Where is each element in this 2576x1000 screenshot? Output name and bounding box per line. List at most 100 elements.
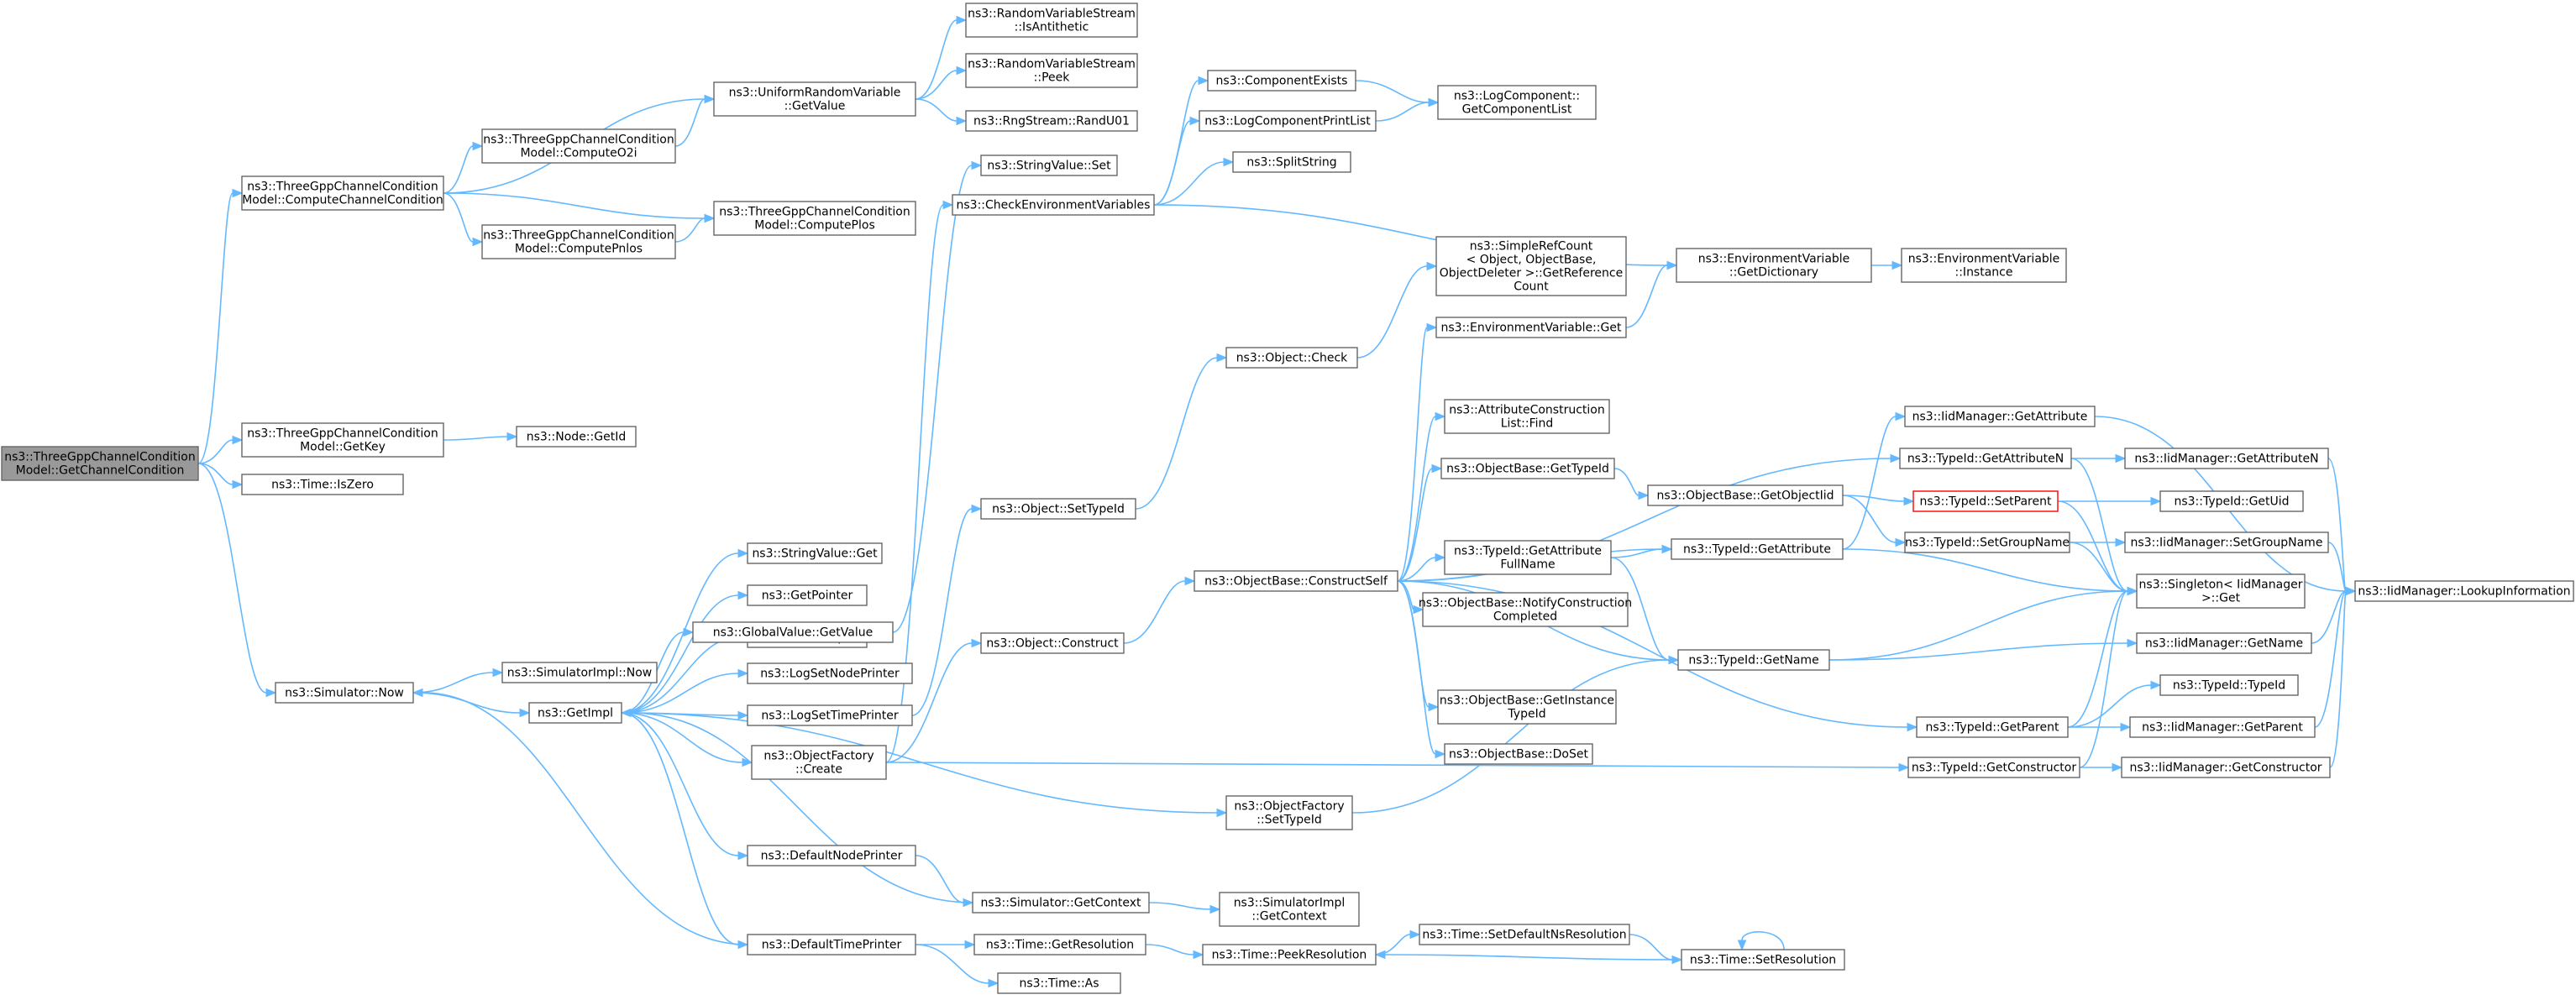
node-default-node-printer[interactable]: ns3::DefaultNodePrinter xyxy=(747,845,916,866)
arrowhead xyxy=(683,627,695,637)
arrowhead xyxy=(1216,353,1228,363)
node-log-comp-get-list[interactable]: ns3::LogComponent::GetComponentList xyxy=(1437,85,1597,120)
node-env-var-get-dict[interactable]: ns3::EnvironmentVariable::GetDictionary xyxy=(1676,248,1872,283)
node-type-id-get-attribute-n[interactable]: ns3::TypeId::GetAttributeN xyxy=(1899,448,2072,469)
node-iid-get-attribute[interactable]: ns3::IidManager::GetAttribute xyxy=(1904,406,2096,427)
node-iid-set-group-name[interactable]: ns3::IidManager::SetGroupName xyxy=(2124,531,2329,553)
edge-line xyxy=(1145,944,1194,955)
node-obj-base-get-type-id[interactable]: ns3::ObjectBase::GetTypeId xyxy=(1440,458,1615,479)
node-type-id-get-parent[interactable]: ns3::TypeId::GetParent xyxy=(1916,716,2069,738)
edge-line xyxy=(412,692,521,714)
node-global-value-get-value[interactable]: ns3::GlobalValue::GetValue xyxy=(692,621,894,643)
node-type-id-get-uid[interactable]: ns3::TypeId::GetUid xyxy=(2159,490,2304,512)
node-time-peek-resolution[interactable]: ns3::Time::PeekResolution xyxy=(1202,944,1377,966)
node-compute-cc[interactable]: ns3::ThreeGppChannelConditionModel::Comp… xyxy=(241,175,444,211)
node-env-var-get[interactable]: ns3::EnvironmentVariable::Get xyxy=(1435,317,1627,338)
node-type-id-get-attribute[interactable]: ns3::TypeId::GetAttribute xyxy=(1671,538,1844,560)
node-time-set-default-ns-res[interactable]: ns3::Time::SetDefaultNsResolution xyxy=(1419,924,1630,945)
node-log-comp-print-list[interactable]: ns3::LogComponentPrintList xyxy=(1199,110,1377,132)
node-iid-get-attribute-n[interactable]: ns3::IidManager::GetAttributeN xyxy=(2124,448,2329,469)
node-type-id-type-id[interactable]: ns3::TypeId::TypeId xyxy=(2159,674,2299,696)
node-label-line: ns3::Time::PeekResolution xyxy=(1212,949,1367,962)
node-log-set-node-printer[interactable]: ns3::LogSetNodePrinter xyxy=(747,662,913,684)
node-label-line: ::IsAntithetic xyxy=(1015,21,1089,34)
node-get-impl[interactable]: ns3::GetImpl xyxy=(528,702,622,724)
edge-line xyxy=(1629,934,1673,961)
node-compute-o2i[interactable]: ns3::ThreeGppChannelConditionModel::Comp… xyxy=(481,128,676,164)
edge-line xyxy=(2067,590,2128,728)
node-comp-exists[interactable]: ns3::ComponentExists xyxy=(1207,70,1356,92)
arrowhead xyxy=(956,65,968,76)
arrowhead xyxy=(1216,808,1228,818)
arrowhead xyxy=(704,94,716,104)
node-label-line: ns3::Time::SetDefaultNsResolution xyxy=(1422,929,1626,942)
node-obj-factory-set-type-id[interactable]: ns3::ObjectFactory::SetTypeId xyxy=(1225,795,1353,830)
node-singleton-get[interactable]: ns3::Singleton< IidManager>::Get xyxy=(2136,573,2306,609)
node-compute-pnlos[interactable]: ns3::ThreeGppChannelConditionModel::Comp… xyxy=(481,224,676,259)
node-sim-get-context[interactable]: ns3::Simulator::GetContext xyxy=(972,892,1150,914)
node-obj-check[interactable]: ns3::Object::Check xyxy=(1225,347,1358,369)
edge-time-peek-resolution-to-time-set-default-ns-res xyxy=(1375,929,1421,955)
node-root[interactable]: ns3::ThreeGppChannelConditionModel::GetC… xyxy=(1,446,199,481)
node-is-zero[interactable]: ns3::Time::IsZero xyxy=(241,474,404,495)
node-split-string[interactable]: ns3::SplitString xyxy=(1232,151,1351,173)
node-obj-construct[interactable]: ns3::Object::Construct xyxy=(980,632,1125,654)
edge-line xyxy=(1384,954,1682,961)
node-obj-base-notify[interactable]: ns3::ObjectBase::NotifyConstructionCompl… xyxy=(1419,592,1632,627)
arrowhead xyxy=(2115,453,2127,463)
node-sim-now[interactable]: ns3::Simulator::Now xyxy=(275,682,414,704)
node-log-set-time-printer[interactable]: ns3::LogSetTimePrinter xyxy=(747,704,913,726)
node-obj-factory-create[interactable]: ns3::ObjectFactory::Create xyxy=(751,745,887,780)
node-node-get-id[interactable]: ns3::Node::GetId xyxy=(516,426,637,448)
arrowhead xyxy=(472,237,484,247)
arrowhead xyxy=(1189,116,1201,126)
node-default-time-printer[interactable]: ns3::DefaultTimePrinter xyxy=(747,934,916,955)
node-obj-base-do-set[interactable]: ns3::ObjectBase::DoSet xyxy=(1444,743,1593,765)
edge-line xyxy=(1397,416,1436,582)
node-box xyxy=(241,474,404,495)
node-iid-get-name[interactable]: ns3::IidManager::GetName xyxy=(2136,632,2312,654)
arrowhead xyxy=(1895,411,1907,421)
node-urv-get-value[interactable]: ns3::UniformRandomVariable::GetValue xyxy=(713,81,916,117)
node-label-line: ns3::TypeId::TypeId xyxy=(2173,679,2285,693)
node-obj-base-get-object-iid[interactable]: ns3::ObjectBase::GetObjectIid xyxy=(1647,484,1844,506)
node-obj-base-construct-self[interactable]: ns3::ObjectBase::ConstructSelf xyxy=(1194,570,1398,592)
node-string-value-set[interactable]: ns3::StringValue::Set xyxy=(980,154,1118,176)
edge-type-id-set-group-name-to-iid-set-group-name xyxy=(2070,537,2127,547)
node-obj-set-type-id[interactable]: ns3::Object::SetTypeId xyxy=(980,498,1136,520)
node-iid-get-constructor[interactable]: ns3::IidManager::GetConstructor xyxy=(2121,757,2331,778)
node-env-var-instance[interactable]: ns3::EnvironmentVariable::Instance xyxy=(1901,248,2067,283)
node-type-id-get-name[interactable]: ns3::TypeId::GetName xyxy=(1677,649,1830,671)
node-type-id-set-parent[interactable]: ns3::TypeId::SetParent xyxy=(1912,490,2059,512)
arrowhead xyxy=(1661,544,1673,554)
node-sim-impl-now[interactable]: ns3::SimulatorImpl::Now xyxy=(501,662,658,683)
arrowhead xyxy=(2127,586,2138,596)
node-compute-plos[interactable]: ns3::ThreeGppChannelConditionModel::Comp… xyxy=(713,201,916,236)
node-rvs-is-antithetic[interactable]: ns3::RandomVariableStream::IsAntithetic xyxy=(965,3,1138,38)
node-time-as[interactable]: ns3::Time::As xyxy=(997,972,1121,994)
node-rng-rand-u01[interactable]: ns3::RngStream::RandU01 xyxy=(965,110,1138,132)
edge-global-value-get-value-to-string-value-set xyxy=(892,160,983,633)
node-rvs-peek[interactable]: ns3::RandomVariableStream::Peek xyxy=(965,53,1138,88)
node-get-pointer[interactable]: ns3::GetPointer xyxy=(747,584,868,606)
node-label-line: Model::GetKey xyxy=(300,441,386,454)
edge-default-node-printer-to-sim-get-context xyxy=(915,855,974,908)
edge-line xyxy=(1397,327,1428,582)
node-simple-ref-count[interactable]: ns3::SimpleRefCount< Object, ObjectBase,… xyxy=(1435,236,1627,296)
node-label-line: ns3::TypeId::GetParent xyxy=(1926,721,2059,735)
edge-line xyxy=(443,192,706,219)
node-get-key[interactable]: ns3::ThreeGppChannelConditionModel::GetK… xyxy=(241,422,444,458)
node-type-id-set-group-name[interactable]: ns3::TypeId::SetGroupName xyxy=(1904,531,2070,553)
node-sim-impl-get-context[interactable]: ns3::SimulatorImpl::GetContext xyxy=(1219,892,1360,927)
node-time-get-resolution[interactable]: ns3::Time::GetResolution xyxy=(973,934,1146,955)
node-iid-get-parent[interactable]: ns3::IidManager::GetParent xyxy=(2129,716,2316,738)
node-string-value-get[interactable]: ns3::StringValue::Get xyxy=(747,542,883,564)
node-iid-lookup-info[interactable]: ns3::IidManager::LookupInformation xyxy=(2354,580,2574,602)
node-check-env-vars[interactable]: ns3::CheckEnvironmentVariables xyxy=(952,194,1155,216)
node-time-set-resolution[interactable]: ns3::Time::SetResolution xyxy=(1681,949,1845,971)
node-label-line: ns3::LogComponentPrintList xyxy=(1204,115,1371,128)
node-type-id-get-constructor[interactable]: ns3::TypeId::GetConstructor xyxy=(1907,757,2080,778)
